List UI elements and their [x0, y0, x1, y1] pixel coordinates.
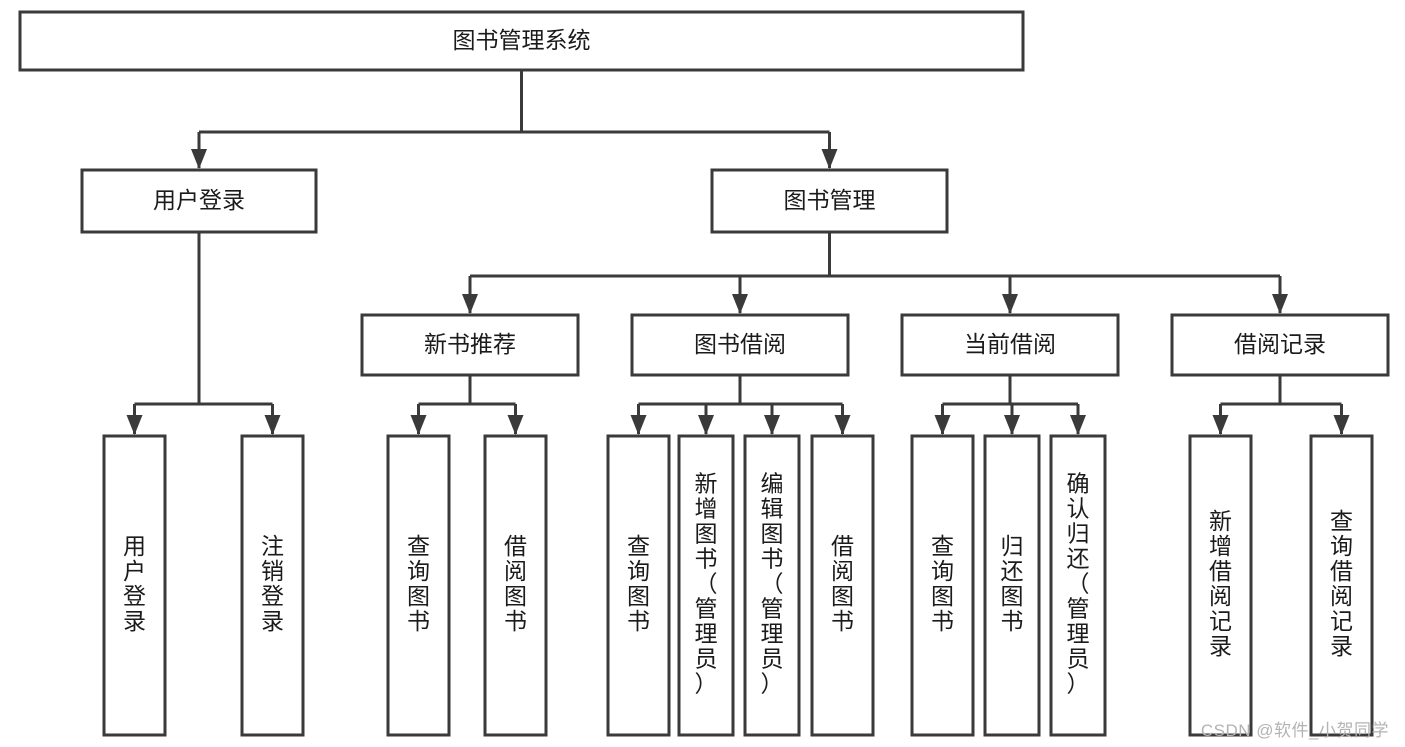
csdn-watermark: CSDN @软件_小贺同学 [1200, 721, 1389, 740]
node-leaf-add-book[interactable]: 新增图书（管理员） [677, 434, 735, 737]
node-box-leaf-add-record [1188, 434, 1253, 737]
arrow-head-icon-leaf-query-book-1 [410, 415, 427, 435]
node-box-leaf-confirm-return [1049, 434, 1107, 737]
node-label-root: 图书管理系统 [453, 27, 591, 53]
node-box-leaf-query-book-2 [606, 434, 671, 737]
node-label-leaf-logout: 注销登录 [261, 533, 284, 634]
arrow-head-icon-leaf-add-record [1212, 415, 1229, 435]
connectors-layer [126, 70, 1350, 435]
node-label-new-book-recommend: 新书推荐 [424, 331, 516, 357]
node-leaf-logout[interactable]: 注销登录 [240, 434, 305, 737]
arrow-head-icon-current-borrow [1002, 294, 1018, 314]
arrow-head-icon-leaf-logout [264, 415, 281, 435]
node-box-leaf-user-login [102, 434, 167, 737]
node-leaf-borrow-book-2[interactable]: 借阅图书 [810, 434, 875, 737]
node-label-leaf-edit-book: 编辑图书（管理员） [761, 471, 784, 697]
arrow-head-icon-leaf-borrow-book-2 [834, 415, 851, 435]
node-book-management[interactable]: 图书管理 [710, 168, 949, 234]
node-box-leaf-return-book [983, 434, 1041, 737]
node-box-user-login [80, 168, 318, 234]
node-leaf-query-record[interactable]: 查询借阅记录 [1309, 434, 1374, 737]
arrow-head-icon-leaf-add-book [698, 415, 714, 435]
node-current-borrow[interactable]: 当前借阅 [900, 313, 1120, 377]
node-leaf-user-login[interactable]: 用户登录 [102, 434, 167, 737]
node-leaf-return-book[interactable]: 归还图书 [983, 434, 1041, 737]
arrow-head-icon-borrow-record [1272, 294, 1288, 314]
arrow-head-icon-leaf-borrow-book-1 [507, 415, 524, 435]
arrow-head-icon-leaf-return-book [1004, 415, 1020, 435]
node-label-leaf-add-record: 新增借阅记录 [1209, 508, 1232, 659]
arrow-head-icon-new-book-recommend [462, 294, 478, 314]
node-box-leaf-borrow-book-1 [483, 434, 548, 737]
node-label-book-management: 图书管理 [784, 187, 876, 213]
node-label-user-login: 用户登录 [153, 187, 245, 213]
node-label-current-borrow: 当前借阅 [964, 331, 1056, 357]
node-label-leaf-user-login: 用户登录 [123, 533, 146, 634]
node-label-leaf-query-book-1: 查询图书 [407, 533, 430, 634]
node-box-root [18, 10, 1025, 72]
node-box-leaf-query-record [1309, 434, 1374, 737]
arrow-head-icon-user-login [191, 149, 207, 169]
node-leaf-query-book-3[interactable]: 查询图书 [910, 434, 975, 737]
node-box-leaf-edit-book [743, 434, 801, 737]
node-leaf-borrow-book-1[interactable]: 借阅图书 [483, 434, 548, 737]
node-box-borrow-record [1170, 313, 1390, 377]
node-box-book-management [710, 168, 949, 234]
node-root[interactable]: 图书管理系统 [18, 10, 1025, 72]
node-label-leaf-query-book-2: 查询图书 [627, 533, 650, 634]
arrow-head-icon-leaf-query-book-3 [934, 415, 951, 435]
node-box-leaf-query-book-1 [386, 434, 451, 737]
nodes-layer: 图书管理系统用户登录图书管理新书推荐图书借阅当前借阅借阅记录用户登录注销登录查询… [18, 10, 1390, 737]
node-box-leaf-logout [240, 434, 305, 737]
node-book-borrow[interactable]: 图书借阅 [630, 313, 850, 377]
arrow-head-icon-book-borrow [732, 294, 748, 314]
node-box-current-borrow [900, 313, 1120, 377]
node-leaf-query-book-2[interactable]: 查询图书 [606, 434, 671, 737]
arrow-head-icon-book-management [821, 149, 838, 169]
node-user-login[interactable]: 用户登录 [80, 168, 318, 234]
node-label-leaf-return-book: 归还图书 [1001, 533, 1024, 634]
arrow-head-icon-leaf-edit-book [764, 415, 780, 435]
node-box-leaf-query-book-3 [910, 434, 975, 737]
node-box-new-book-recommend [360, 313, 580, 377]
node-box-leaf-add-book [677, 434, 735, 737]
node-label-book-borrow: 图书借阅 [694, 331, 786, 357]
node-label-leaf-confirm-return: 确认归还（管理员） [1067, 471, 1090, 697]
arrow-head-icon-leaf-user-login [126, 415, 143, 435]
node-box-book-borrow [630, 313, 850, 377]
node-leaf-add-record[interactable]: 新增借阅记录 [1188, 434, 1253, 737]
arrow-head-icon-leaf-confirm-return [1070, 415, 1086, 435]
arrow-head-icon-leaf-query-book-2 [630, 415, 647, 435]
node-leaf-confirm-return[interactable]: 确认归还（管理员） [1049, 434, 1107, 737]
node-label-leaf-borrow-book-2: 借阅图书 [831, 533, 854, 634]
node-label-borrow-record: 借阅记录 [1234, 331, 1326, 357]
node-label-leaf-borrow-book-1: 借阅图书 [504, 533, 527, 634]
node-borrow-record[interactable]: 借阅记录 [1170, 313, 1390, 377]
node-label-leaf-query-record: 查询借阅记录 [1330, 508, 1353, 659]
node-leaf-query-book-1[interactable]: 查询图书 [386, 434, 451, 737]
arrow-head-icon-leaf-query-record [1333, 415, 1350, 435]
node-new-book-recommend[interactable]: 新书推荐 [360, 313, 580, 377]
node-label-leaf-query-book-3: 查询图书 [931, 533, 954, 634]
node-label-leaf-add-book: 新增图书（管理员） [695, 471, 718, 697]
node-box-leaf-borrow-book-2 [810, 434, 875, 737]
node-leaf-edit-book[interactable]: 编辑图书（管理员） [743, 434, 801, 737]
